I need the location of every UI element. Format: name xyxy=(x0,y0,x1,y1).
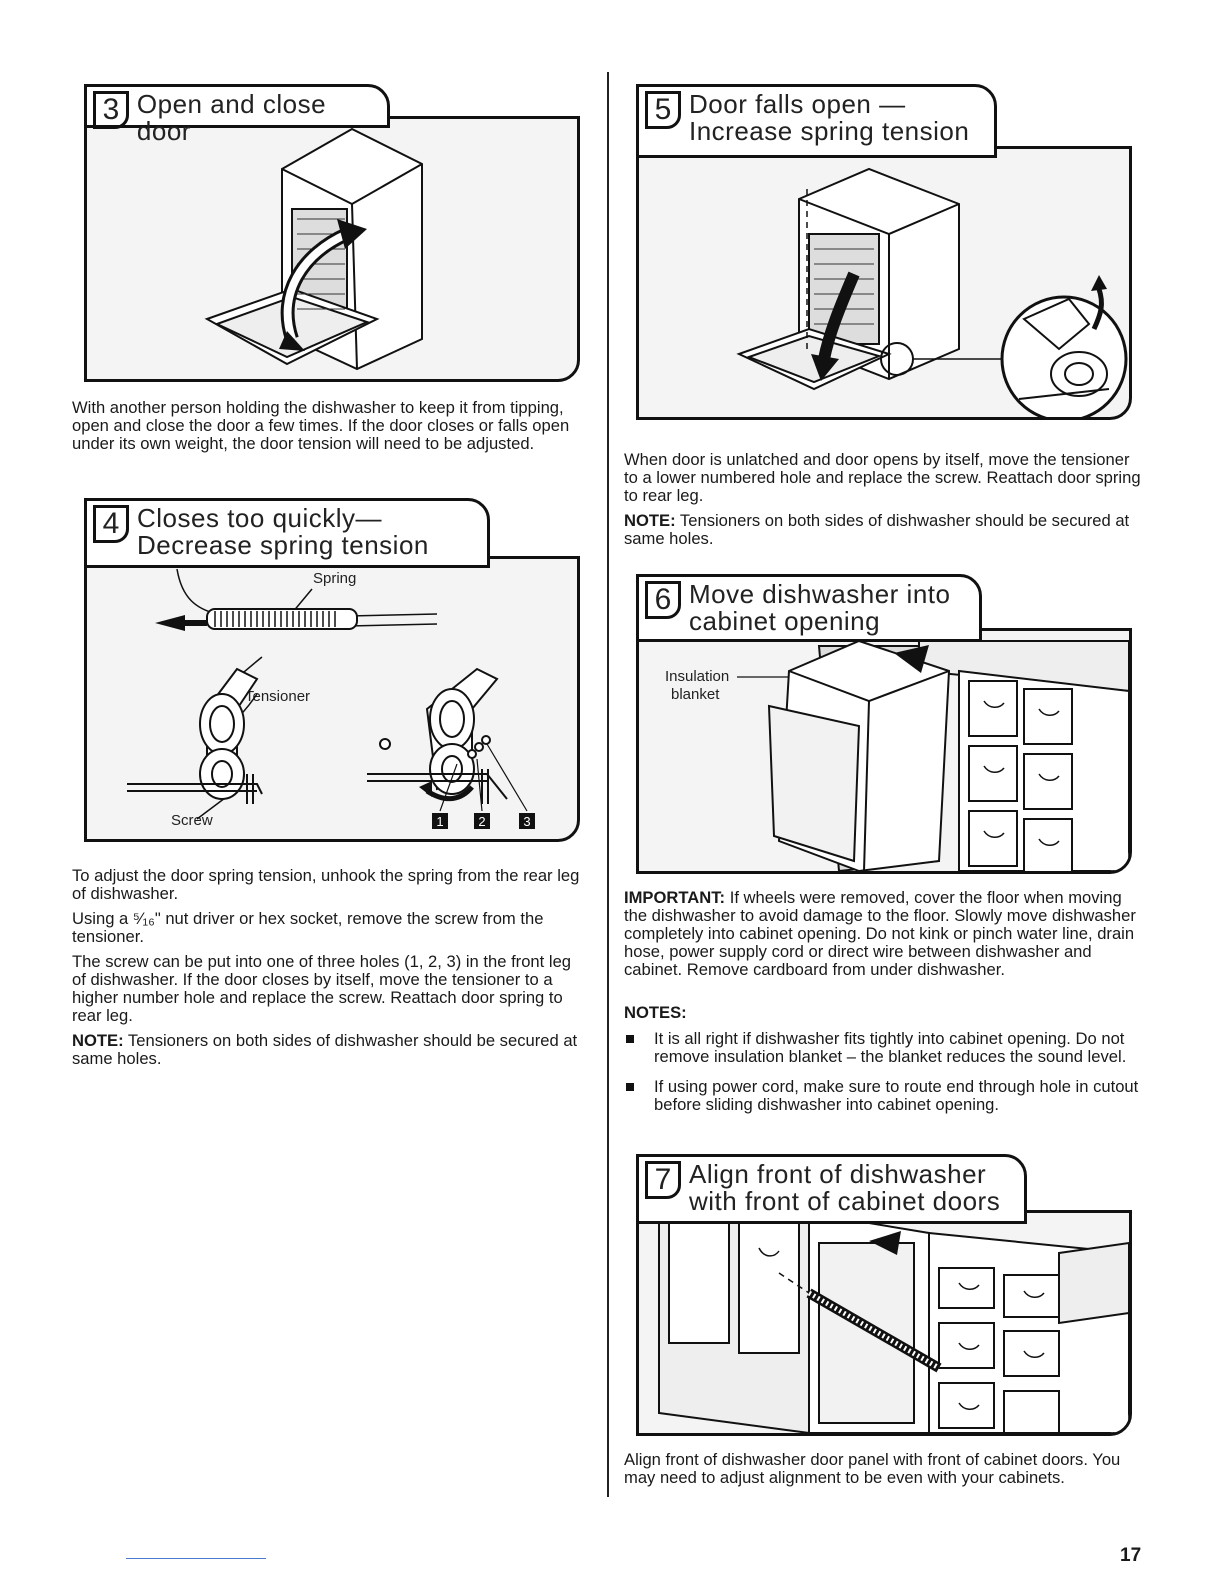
step-4-paragraph-3: The screw can be put into one of three h… xyxy=(72,952,572,1025)
step-4-note: NOTE: Tensioners on both sides of dishwa… xyxy=(72,1032,587,1068)
step-3-illustration-frame xyxy=(84,116,580,382)
notes-heading: NOTES: xyxy=(624,1004,1144,1022)
step-7-heading-tab: 7 Align front of dishwasher with front o… xyxy=(636,1154,1027,1224)
footer-rule xyxy=(126,1558,266,1559)
step-5-heading-tab: 5 Door falls open — Increase spring tens… xyxy=(636,84,997,158)
note-label: NOTE: xyxy=(72,1031,124,1050)
notes-heading-text: NOTES: xyxy=(624,1003,687,1022)
step-title: Closes too quickly— Decrease spring tens… xyxy=(137,503,429,560)
step-4-panel: Spring Tensioner Screw xyxy=(78,494,583,844)
note-text: Tensioners on both sides of dishwasher s… xyxy=(624,511,1130,548)
step-4-heading-tab: 4 Closes too quickly— Decrease spring te… xyxy=(84,498,490,568)
step-6-panel: Insulation blanket xyxy=(630,570,1145,880)
blanket-label: blanket xyxy=(671,686,720,703)
step-6-illustration-frame: Insulation blanket xyxy=(636,628,1132,874)
step-5-illustration-frame xyxy=(636,146,1132,420)
step-7-illustration-frame xyxy=(636,1210,1132,1436)
step-3-heading-tab: 3 Open and close door xyxy=(84,84,390,145)
step-4-illustration-frame: Spring Tensioner Screw xyxy=(84,556,580,842)
note-text: Tensioners on both sides of dishwasher s… xyxy=(72,1031,578,1068)
step-7-instructions: Align front of dishwasher door panel wit… xyxy=(624,1450,1121,1487)
notes-list: It is all right if dishwasher fits tight… xyxy=(624,1030,1144,1126)
dishwasher-open-close-illustration xyxy=(204,127,423,371)
notes-list-item: If using power cord, make sure to route … xyxy=(624,1078,1144,1114)
step-number: 6 xyxy=(645,581,681,619)
insulation-label: Insulation xyxy=(665,668,729,685)
step-number: 3 xyxy=(93,91,129,129)
door-falls-open-illustration xyxy=(736,167,1128,417)
hole-3-label: 3 xyxy=(523,814,530,829)
step-7-panel: 7 Align front of dishwasher with front o… xyxy=(630,1150,1145,1440)
important-text: If wheels were removed, cover the floor … xyxy=(624,888,1136,979)
step-title: Move dishwasher into cabinet opening xyxy=(689,579,951,636)
step-5-panel: 5 Door falls open — Increase spring tens… xyxy=(630,80,1145,425)
column-divider xyxy=(607,72,609,1497)
step-6-important: IMPORTANT: If wheels were removed, cover… xyxy=(624,889,1144,979)
step-number: 4 xyxy=(93,505,129,543)
screw-label: Screw xyxy=(171,812,213,829)
important-label: IMPORTANT: xyxy=(624,888,726,907)
note-label: NOTE: xyxy=(624,511,676,530)
tensioner-label: Tensioner xyxy=(245,688,310,705)
spring-tensioner-illustration: Spring Tensioner Screw xyxy=(127,568,535,829)
page-number: 17 xyxy=(1120,1545,1142,1566)
hole-1-label: 1 xyxy=(436,814,443,829)
spring-label: Spring xyxy=(313,570,356,587)
step-5-note: NOTE: Tensioners on both sides of dishwa… xyxy=(624,512,1144,548)
notes-list-item: It is all right if dishwasher fits tight… xyxy=(624,1030,1144,1066)
step-3-instructions: With another person holding the dishwash… xyxy=(72,398,570,453)
align-with-cabinets-illustration xyxy=(658,1213,1129,1433)
step-number: 5 xyxy=(645,91,681,129)
step-6-heading-tab: 6 Move dishwasher into cabinet opening xyxy=(636,574,982,642)
step-5-instructions: When door is unlatched and door opens by… xyxy=(624,450,1141,505)
hole-markers: 1 2 3 xyxy=(432,813,535,829)
hole-2-label: 2 xyxy=(478,814,485,829)
step-3-panel: 3 Open and close door xyxy=(78,80,583,385)
step-title: Align front of dishwasher with front of … xyxy=(689,1159,1001,1216)
step-title: Open and close door xyxy=(136,89,327,146)
step-4-paragraph-2: Using a ⁵⁄₁₆" nut driver or hex socket, … xyxy=(72,909,544,946)
step-4-paragraph-1: To adjust the door spring tension, unhoo… xyxy=(72,866,580,903)
step-title: Door falls open — Increase spring tensio… xyxy=(689,89,970,146)
step-number: 7 xyxy=(645,1161,681,1199)
move-into-cabinet-illustration: Insulation blanket xyxy=(665,639,1129,871)
